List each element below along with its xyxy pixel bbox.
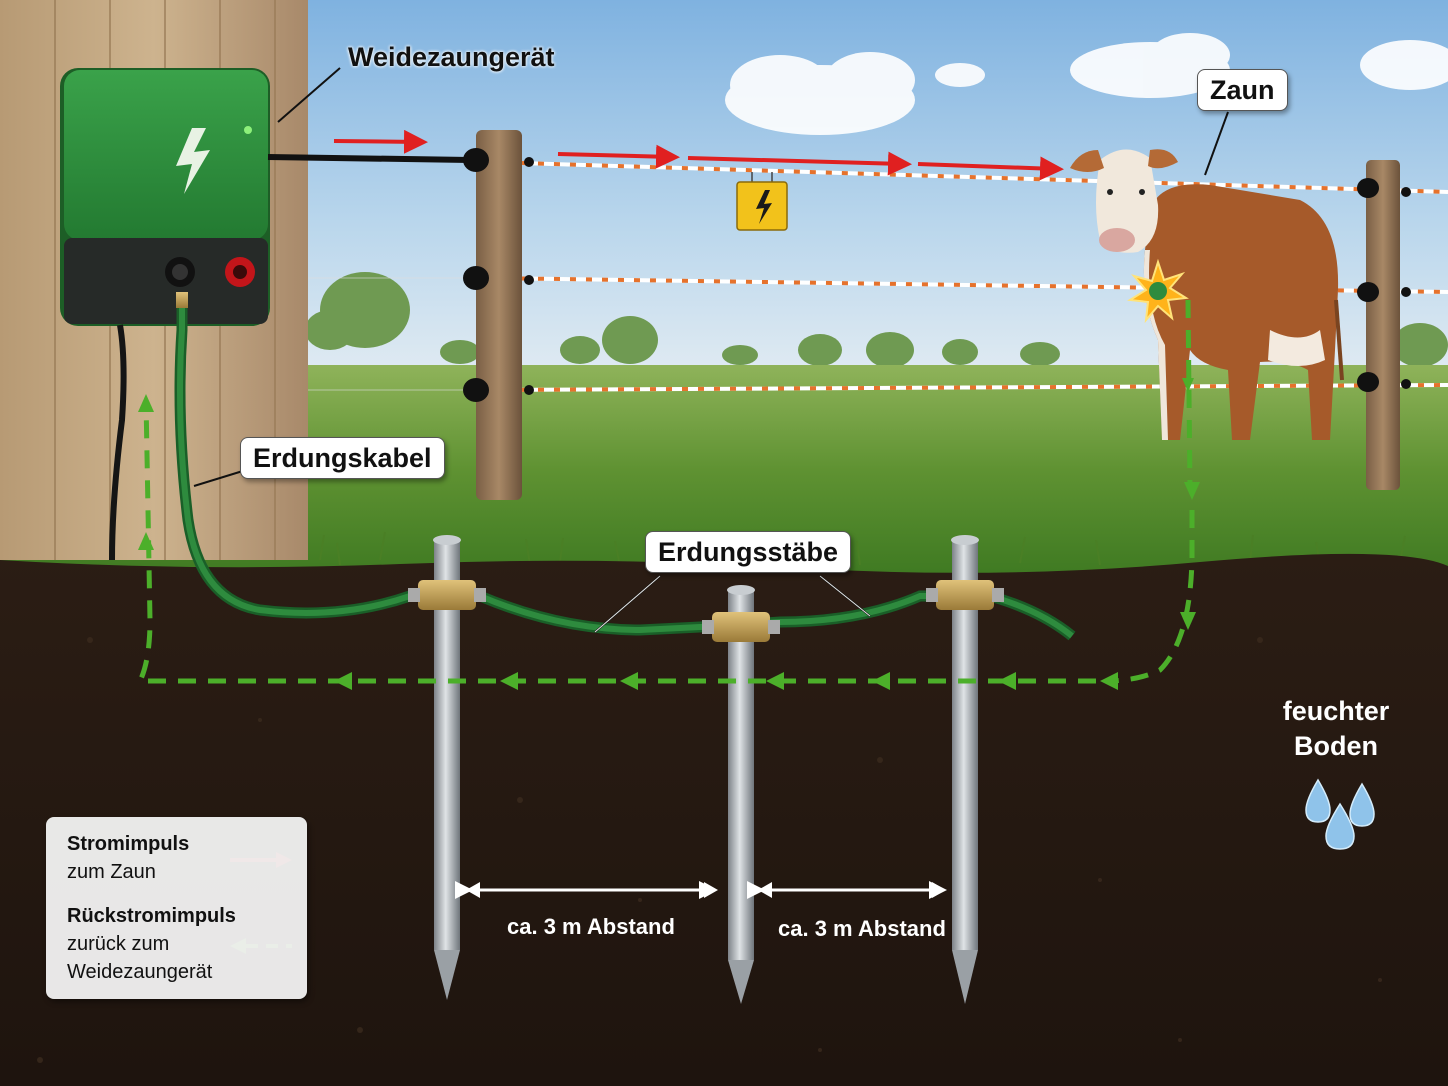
label-distance-2: ca. 3 m Abstand: [778, 916, 946, 941]
legend-pulse-title: Stromimpuls: [67, 833, 190, 855]
label-fence: Zaun: [1197, 69, 1288, 111]
fence-post-1: [463, 130, 534, 500]
legend-return-title: Rückstromimpuls: [67, 905, 236, 927]
ground-rod-3: [926, 535, 1004, 1004]
label-ground-rods: Erdungsstäbe: [645, 531, 852, 573]
lightning-icon: [176, 128, 210, 194]
spark-icon: [1127, 258, 1189, 324]
label-energizer: Weidezaungerät: [348, 42, 555, 72]
label-distance-1: ca. 3 m Abstand: [507, 914, 675, 939]
fence-post-2: [1357, 160, 1411, 490]
energizer-device: [60, 68, 270, 326]
label-moist-soil-line2: Boden: [1294, 731, 1378, 761]
legend: Stromimpuls zum Zaun Rückstromimpuls zur…: [46, 817, 307, 999]
label-moist-soil-line1: feuchter: [1282, 696, 1390, 726]
label-ground-cable: Erdungskabel: [240, 437, 445, 479]
ground-rod-1: [408, 535, 486, 1000]
warning-lightning-icon: [736, 172, 788, 231]
water-drops-icon: [1305, 778, 1375, 850]
legend-return-sub2: Weidezaungerät: [67, 961, 213, 983]
legend-return-sub1: zurück zum: [67, 933, 170, 955]
label-moist-soil: feuchter Boden: [1256, 694, 1416, 764]
legend-pulse-sub: zum Zaun: [67, 861, 156, 883]
